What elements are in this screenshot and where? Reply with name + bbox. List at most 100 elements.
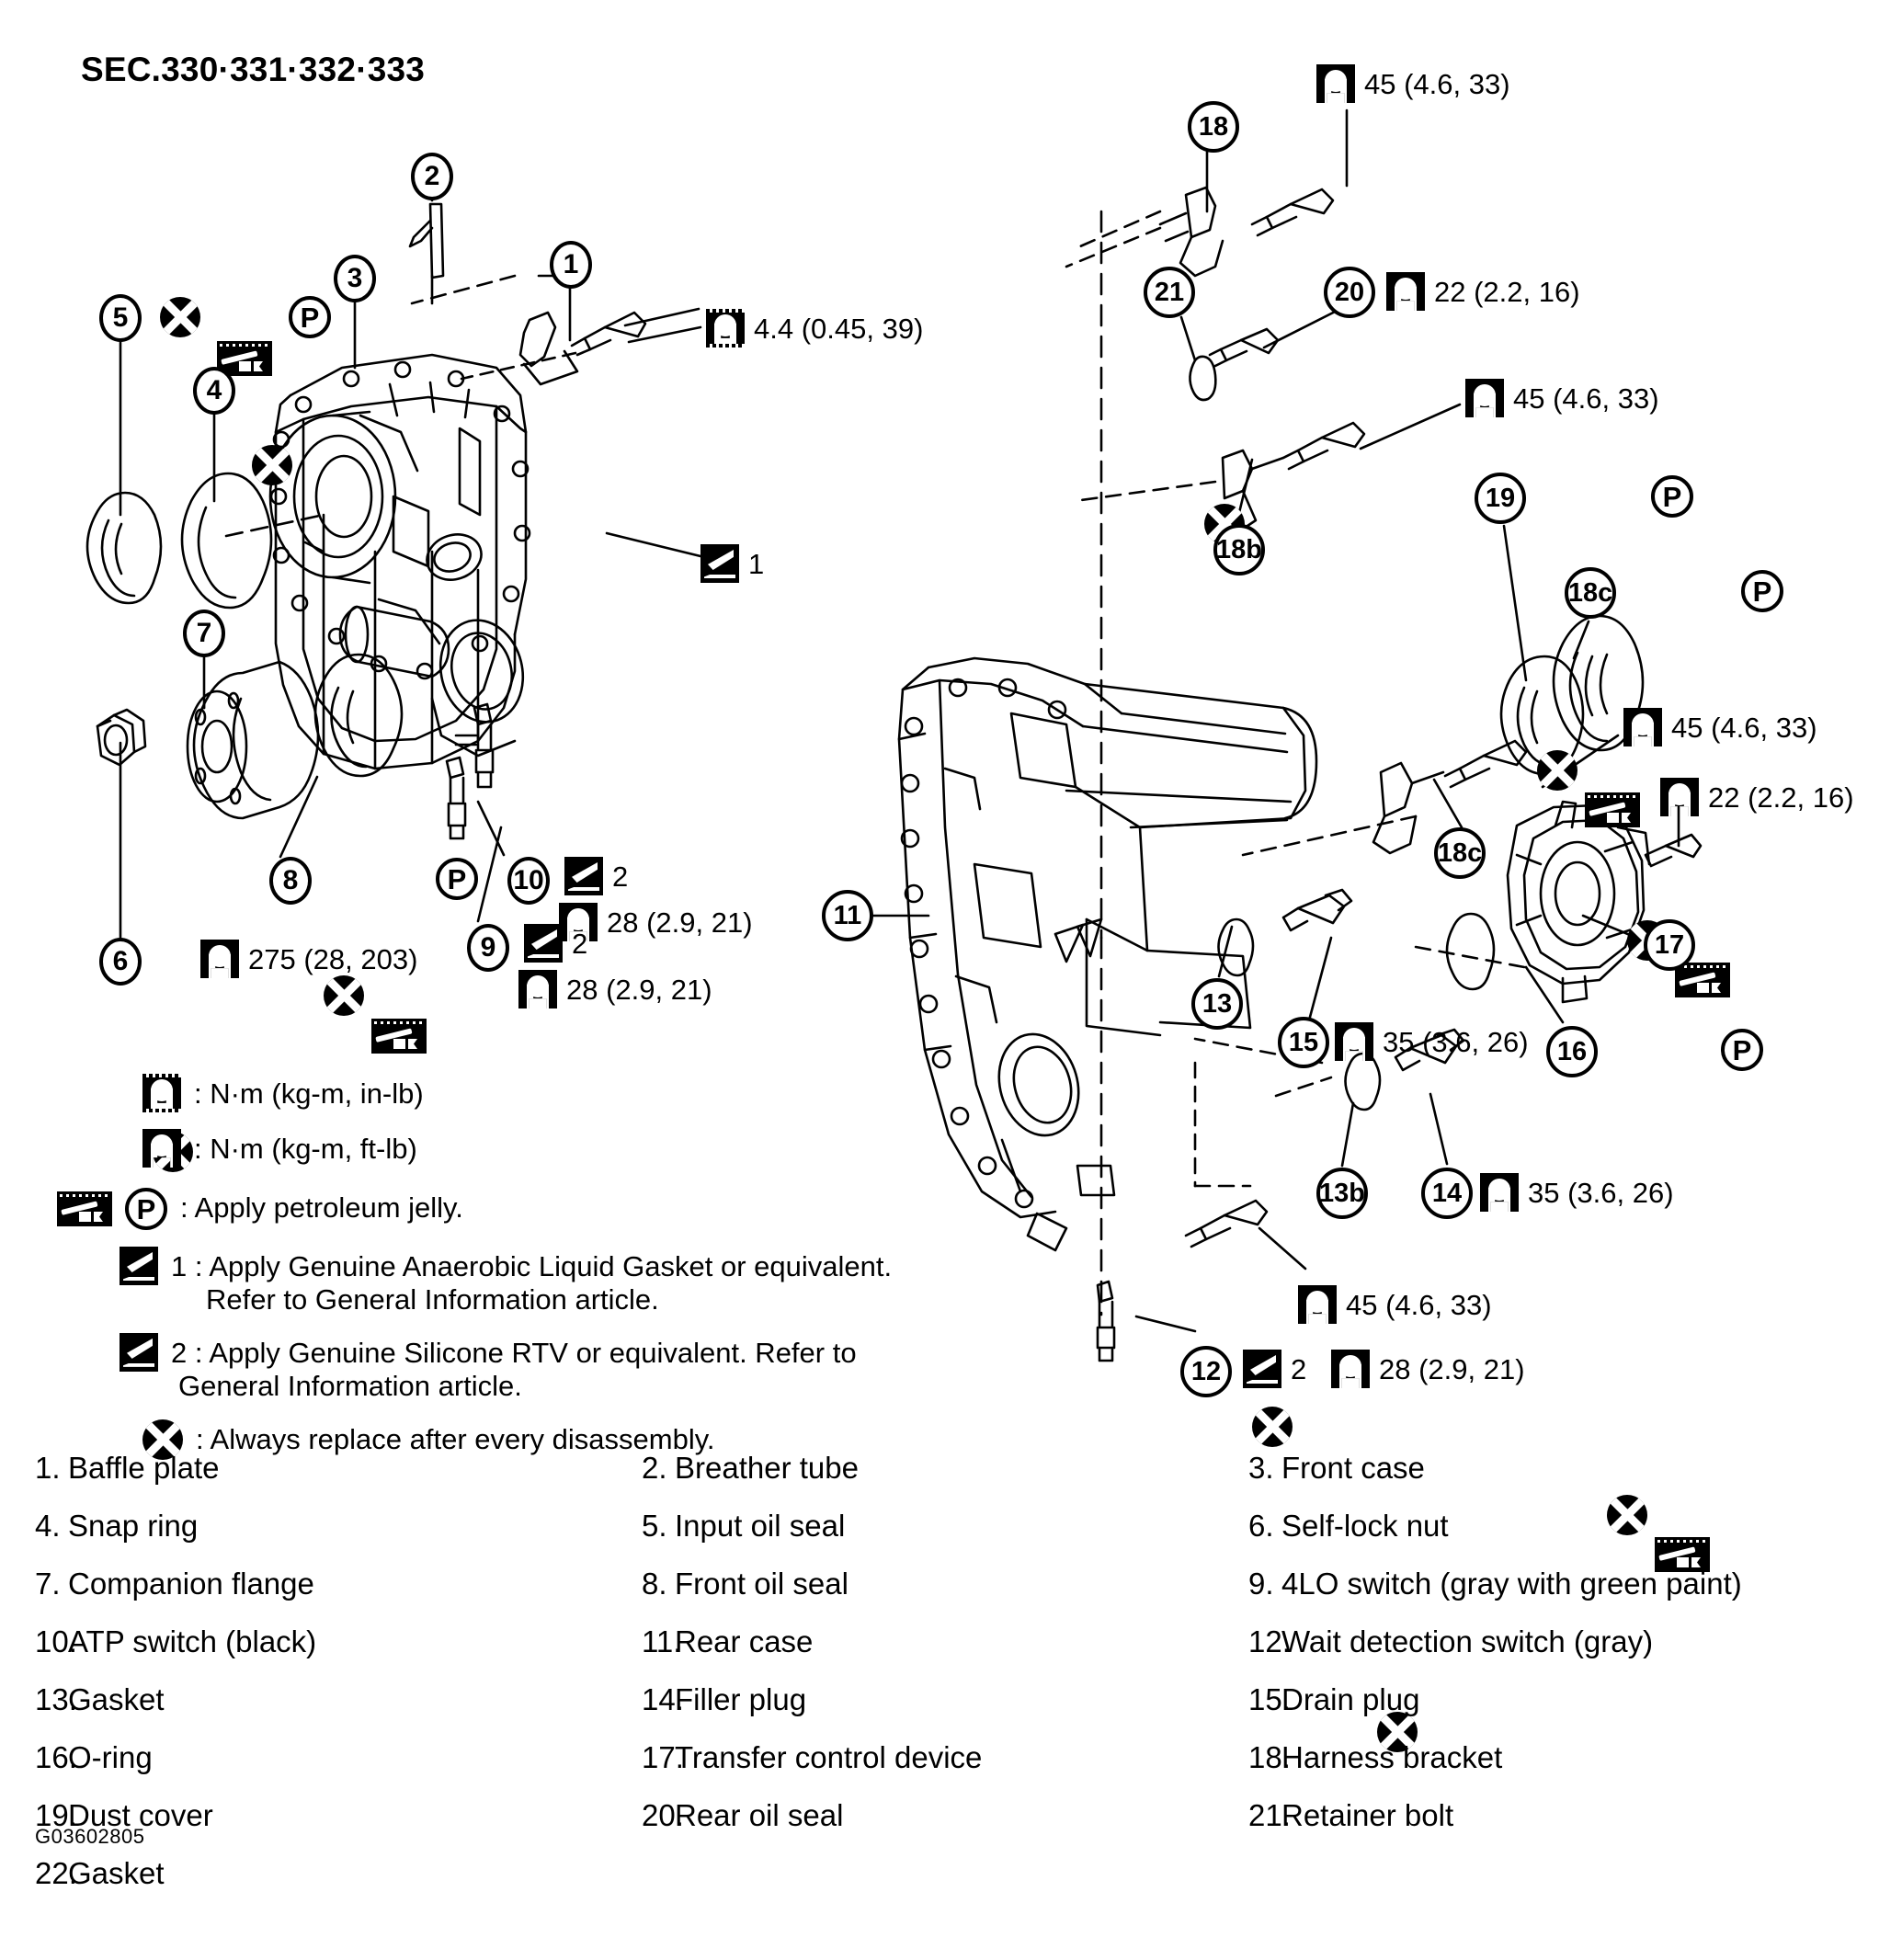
legend-item-always-replace: : Always replace after every disassembly… (142, 1419, 1011, 1460)
replace-x-icon (1377, 1712, 1418, 1752)
callout-13[interactable]: 13 (1191, 978, 1243, 1030)
part-name: Rear oil seal (675, 1798, 844, 1832)
part-number: 16. (35, 1740, 77, 1774)
grease-icon (1675, 963, 1730, 997)
part-number: 14. (642, 1682, 684, 1716)
callout-13-lower[interactable]: 13b (1316, 1168, 1368, 1219)
callout-22[interactable]: 21 (1144, 267, 1195, 318)
part-name: Gasket (68, 1682, 165, 1716)
callout-20[interactable]: 19 (1475, 473, 1526, 524)
torque-ftlb-icon (518, 970, 557, 1008)
callout-17[interactable]: 17 (1644, 919, 1695, 971)
callout-8[interactable]: 8 (269, 857, 312, 905)
torque-spec-22-top: 22 (2.2, 16) (1386, 272, 1580, 311)
part-item-10: 10. ATP switch (black) (0, 1624, 607, 1659)
part-name: Wait detection switch (gray) (1281, 1624, 1654, 1658)
callout-10[interactable]: 10 (507, 857, 550, 905)
part-name: Companion flange (68, 1567, 314, 1601)
torque-ftlb-icon (1465, 379, 1504, 417)
petroleum-jelly-p-icon: P (289, 296, 331, 338)
part-number: 3. (1248, 1451, 1274, 1485)
legend-item-ftlb: : N·m (kg-m, ft-lb) (142, 1129, 1011, 1168)
part-name: Gasket (68, 1856, 165, 1890)
part-item-22: 22. Gasket (0, 1856, 607, 1891)
sealant-2-icon (1243, 1350, 1281, 1388)
callout-4[interactable]: 4 (193, 367, 235, 415)
callout-7[interactable]: 7 (183, 610, 225, 657)
callout-19[interactable]: 18c (1565, 567, 1616, 619)
parts-list: 1. Baffle plate 2. Breather tube 3. Fron… (0, 1451, 1902, 1914)
part-item-4: 4. Snap ring (0, 1509, 607, 1544)
callout-14[interactable]: 14 (1421, 1168, 1473, 1219)
petroleum-jelly-p-icon: P (1721, 1029, 1763, 1071)
part-number: 10. (35, 1624, 77, 1658)
torque-spec-45-bottom: 45 (4.6, 33) (1298, 1285, 1492, 1324)
torque-inlb-icon (706, 309, 745, 348)
legend-text-sealant-2-cont: General Information article. (178, 1369, 522, 1402)
sealant-1-icon (120, 1247, 158, 1285)
part-name: Transfer control device (675, 1740, 983, 1774)
callout-2[interactable]: 2 (411, 153, 453, 200)
callout-11[interactable]: 11 (822, 890, 873, 941)
callout-18-mid[interactable]: 18b (1213, 524, 1265, 575)
sealant-2-icon (564, 857, 603, 895)
part-number: 19. (35, 1798, 77, 1832)
callout-5[interactable]: 5 (99, 294, 142, 342)
part-item-13: 13. Gasket (0, 1682, 607, 1717)
replace-x-icon (1252, 1407, 1293, 1447)
sealant-2-icon (120, 1332, 158, 1372)
callout-16[interactable]: 16 (1546, 1026, 1598, 1077)
part-item-18: 18. Harness bracket (1213, 1740, 1894, 1775)
callout-15[interactable]: 15 (1278, 1017, 1329, 1068)
legend-text-petroleum-jelly: : Apply petroleum jelly. (180, 1191, 463, 1224)
parts-row: 19. Dust cover 20. Rear oil seal 21. Ret… (0, 1798, 1902, 1833)
part-item-1: 1. Baffle plate (0, 1451, 607, 1486)
petroleum-jelly-p-icon: P (125, 1188, 167, 1230)
sealant-1-icon (700, 544, 739, 583)
callout-18-lower[interactable]: 18c (1434, 827, 1486, 879)
grease-icon (57, 1191, 112, 1226)
replace-x-icon (142, 1419, 183, 1460)
torque-ftlb-icon (1660, 778, 1699, 816)
part-item-14: 14. Filler plug (607, 1682, 1213, 1717)
part-name: O-ring (68, 1740, 153, 1774)
part-number: 8. (642, 1567, 667, 1601)
part-item-21: 21. Retainer bolt (1213, 1798, 1894, 1833)
part-number: 5. (642, 1509, 667, 1543)
replace-x-icon (1537, 750, 1577, 791)
legend-item-sealant-1: 1 : Apply Genuine Anaerobic Liquid Gaske… (120, 1247, 1011, 1316)
legend-item-petroleum-jelly: P : Apply petroleum jelly. (57, 1188, 1011, 1230)
callout-3[interactable]: 3 (334, 255, 376, 302)
petroleum-jelly-p-icon: P (1741, 570, 1783, 612)
torque-spec-45-lower: 45 (4.6, 33) (1623, 708, 1817, 746)
torque-ftlb-icon (1298, 1285, 1337, 1324)
part-name: Snap ring (68, 1509, 199, 1543)
torque-spec-45-top: 45 (4.6, 33) (1316, 64, 1510, 103)
callout-1[interactable]: 1 (550, 241, 592, 289)
part-name: Input oil seal (675, 1509, 846, 1543)
parts-row: 22. Gasket (0, 1856, 1902, 1891)
callout-18-top[interactable]: 18 (1188, 101, 1239, 153)
torque-ftlb-icon (1480, 1173, 1519, 1212)
torque-ftlb-icon (559, 903, 598, 941)
callout-12[interactable]: 12 (1180, 1346, 1232, 1397)
torque-ftlb-icon (1623, 708, 1662, 746)
callout-21[interactable]: 20 (1324, 267, 1375, 318)
sealant-2-marker-atp: 2 (564, 857, 628, 895)
part-number: 21. (1248, 1798, 1291, 1832)
part-item-11: 11. Rear case (607, 1624, 1213, 1659)
torque-ftlb-icon (1386, 272, 1425, 311)
replace-x-icon (1607, 1495, 1647, 1535)
callout-9[interactable]: 9 (467, 924, 509, 972)
callout-6[interactable]: 6 (99, 938, 142, 986)
torque-spec-28-atp: 28 (2.9, 21) (559, 903, 753, 941)
part-number: 11. (642, 1624, 682, 1658)
part-number: 1. (35, 1451, 61, 1485)
part-name: Drain plug (1281, 1682, 1420, 1716)
legend-text-sealant-2: 2 : Apply Genuine Silicone RTV or equiva… (171, 1336, 857, 1369)
part-item-3: 3. Front case (1213, 1451, 1894, 1486)
part-item-2: 2. Breather tube (607, 1451, 1213, 1486)
torque-spec-4-4: 4.4 (0.45, 39) (706, 309, 923, 348)
torque-ftlb-icon (1335, 1022, 1373, 1061)
